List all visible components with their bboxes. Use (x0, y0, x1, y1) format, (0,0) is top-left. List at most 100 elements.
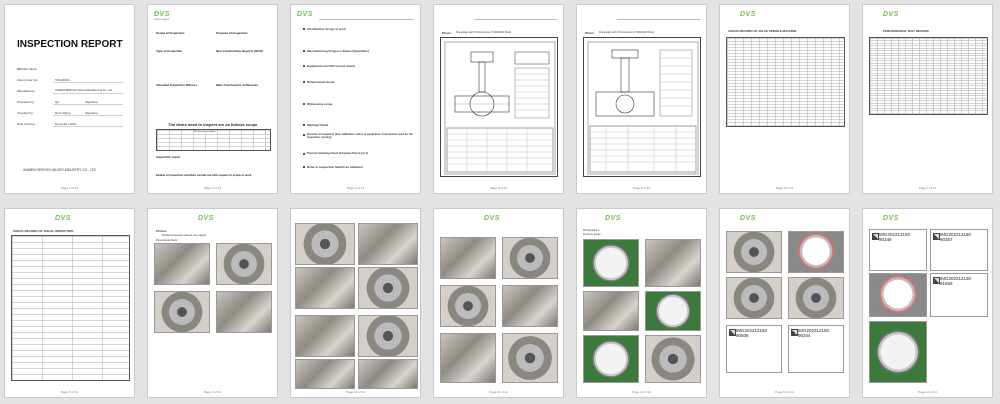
field-checked-label: Checked by: (17, 111, 34, 115)
company-name: XIAMEN DERVOS VALVES INDUSTRY CO., LTD (23, 168, 96, 172)
pressure-gauge-photo (583, 335, 639, 383)
image-filename: IMG202212150 90357 (940, 232, 972, 242)
report-page-1[interactable]: INSPECTION REPORT BBIV0G Client: Client … (4, 4, 135, 194)
flange-photo (216, 243, 272, 285)
valve-photo (295, 359, 355, 389)
photo-caption: Flat gasket with Hl Connection 4" 600LB-… (456, 31, 512, 34)
image-filename: IMG202212150 90344 (798, 328, 830, 338)
bullet (303, 65, 305, 67)
report-page-14[interactable]: DVS IMG202212150 90348 IMG202212150 9035… (862, 208, 993, 398)
spindle-record-table (726, 37, 845, 127)
divider (53, 82, 123, 83)
missing-image-placeholder: IMG202212150 91559 (930, 273, 988, 317)
report-page-12[interactable]: DVS Photographs A Pressure gauge Page 12… (576, 208, 707, 398)
page-number: Page 12 of 14 (632, 390, 651, 394)
page-header (319, 13, 414, 20)
field-manufacturer-label: Manufacturer: (17, 89, 36, 93)
company-logo: DVS (740, 11, 756, 18)
valve-photo (583, 291, 639, 331)
flange-photo (440, 285, 496, 327)
report-page-5[interactable]: Photo: Flat gasket with Hl Connection 4"… (576, 4, 707, 194)
flange-photo (726, 231, 782, 273)
toc-item-2: Manufacturing Progress Status (Quantitie… (307, 49, 370, 53)
report-page-4[interactable]: Photo: Flat gasket with Hl Connection 4"… (433, 4, 564, 194)
broken-image-icon (872, 233, 879, 240)
image-filename: IMG202212150 90348 (879, 232, 911, 242)
photo-label: Photographs A (583, 229, 600, 232)
report-page-13[interactable]: DVS IMG202212150 90506 IMG202212150 9034… (719, 208, 850, 398)
valve-photo (295, 267, 355, 309)
image-filename: IMG202212150 91559 (940, 276, 972, 286)
items-title: The items need to inspect are as follows… (168, 122, 258, 127)
flange-photo (502, 333, 558, 383)
photo-subcaption: Pressure gauge (583, 233, 601, 236)
inspection-result-title: Inspection result (156, 155, 181, 159)
valve-photo (358, 359, 418, 389)
divider (53, 104, 123, 105)
company-logo: DVS (605, 215, 621, 222)
report-page-11[interactable]: DVS Page 11 of 14 (433, 208, 564, 398)
bullet (303, 166, 305, 168)
report-page-9[interactable]: DVS Photos: Finished inspection passed (… (147, 208, 278, 398)
performance-record-table (869, 37, 988, 115)
broken-image-icon (933, 233, 940, 240)
broken-image-icon (791, 329, 798, 336)
broken-image-icon (729, 329, 736, 336)
flange-photo (788, 277, 844, 319)
flange-photo (295, 223, 355, 265)
photo-label: Photo: (442, 31, 452, 35)
page-number: Page 11 of 14 (489, 390, 508, 394)
bullet (303, 103, 305, 105)
flange-photo (358, 315, 418, 357)
flange-photo (154, 291, 210, 333)
pressure-gauge-photo (869, 321, 927, 383)
company-logo: DVS (883, 215, 899, 222)
report-page-6[interactable]: DVS CHECK RECORD OF VALVE SPINDLE MACHIN… (719, 4, 850, 194)
missing-image-placeholder: IMG202212150 90357 (930, 229, 988, 271)
report-page-8[interactable]: DVS CHECK RECORD OF VISUAL INSPECTION Pa… (4, 208, 135, 398)
valve-drawing-svg (444, 41, 556, 175)
page-header (474, 13, 557, 20)
photo-caption: Flat gasket with Hl Connection 4" 600LB-… (599, 31, 655, 34)
page-header (617, 13, 700, 20)
field-date-value: December 2022 (55, 122, 77, 126)
report-title: INSPECTION REPORT (17, 39, 123, 50)
missing-image-placeholder: IMG202212150 90348 (869, 229, 927, 271)
bullet (303, 50, 305, 52)
record-title: PERFORMANCE TEST RECORD (883, 29, 929, 33)
toc-item-6: Marking Check (307, 123, 329, 127)
bullet (303, 134, 305, 136)
report-page-10[interactable]: Page 10 of 14 (290, 208, 421, 398)
page-number: Page 9 of 14 (203, 390, 221, 394)
scope-title: Scope of Inspection (156, 31, 185, 35)
record-title: CHECK RECORD OF VISUAL INSPECTION (13, 229, 74, 233)
field-prepared-label: Prepared by: (17, 100, 35, 104)
items-table (156, 129, 271, 151)
valve-photo (216, 291, 272, 333)
bullet (303, 124, 305, 126)
witness-title: Attended Inspection Witness (156, 83, 198, 87)
main-conclusions-title: Main Conclusions & Remarks (216, 83, 259, 87)
broken-image-icon (933, 277, 940, 284)
image-filename: IMG202212150 90506 (736, 328, 768, 338)
field-prepared-value: QC (55, 100, 60, 104)
report-page-7[interactable]: DVS PERFORMANCE TEST RECORD Page 7 of 14 (862, 4, 993, 194)
page-number: Page 7 of 14 (918, 186, 936, 190)
page-number: Page 1 of 14 (60, 186, 78, 190)
valve-photo (358, 223, 418, 265)
details-title: Details of inspection activities carried… (156, 173, 252, 177)
report-page-2[interactable]: DVS DERVOS VALVE Scope of Inspection Pur… (147, 4, 278, 194)
signature-label-1: Signature: (85, 100, 99, 104)
company-logo: DVS (740, 215, 756, 222)
valve-photo (502, 285, 558, 327)
record-title: CHECK RECORD OF VALVE SPINDLE MACHINE (728, 29, 797, 33)
missing-image-placeholder: IMG202212150 90344 (788, 325, 844, 373)
report-page-3[interactable]: DVS Introduction Scope of work Manufactu… (290, 4, 421, 194)
page-number: Page 8 of 14 (60, 390, 78, 394)
company-logo: DVS (297, 11, 313, 18)
flange-photo (502, 237, 558, 279)
company-logo: DVS (198, 215, 214, 222)
divider (53, 115, 123, 116)
page-number: Page 5 of 14 (632, 186, 650, 190)
flange-photo (645, 335, 701, 383)
